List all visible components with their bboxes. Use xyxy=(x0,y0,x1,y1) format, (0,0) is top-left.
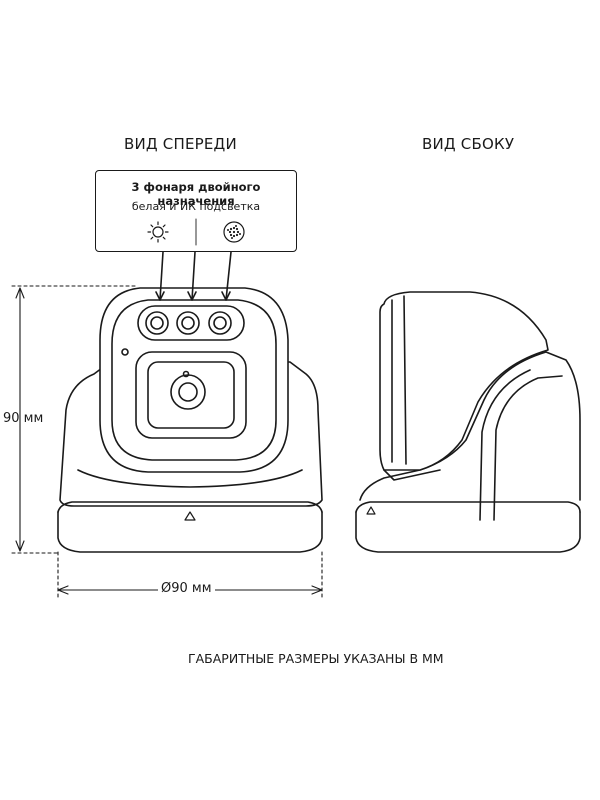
front-lens-window-inner xyxy=(147,361,235,429)
front-led-3-inner xyxy=(213,316,227,330)
front-lens-window xyxy=(135,351,247,439)
front-orientation-mark xyxy=(184,511,196,521)
front-led-1 xyxy=(145,311,169,335)
side-head xyxy=(379,291,549,471)
sun-icon xyxy=(147,221,169,243)
front-led-strip xyxy=(137,305,245,341)
front-base-top xyxy=(57,501,323,513)
diam-arrow-right xyxy=(311,585,323,595)
height-arrow-bottom xyxy=(15,540,25,552)
front-housing-inner xyxy=(77,469,303,488)
led-callout-box: 3 фонаря двойного назначения белая и ИК … xyxy=(95,170,297,252)
front-led-3 xyxy=(208,311,232,335)
callout-icons xyxy=(147,218,245,246)
ir-dots-icon xyxy=(223,221,245,243)
callout-line-1: 3 фонаря двойного назначения xyxy=(131,180,261,208)
diameter-dimension-label: Ø90 мм xyxy=(158,581,215,596)
side-housing-inner2 xyxy=(479,369,531,521)
footer-note: ГАБАРИТНЫЕ РАЗМЕРЫ УКАЗАНЫ В ММ xyxy=(188,651,444,666)
front-view xyxy=(57,251,323,553)
leader-led-1 xyxy=(159,251,164,301)
height-arrow-top xyxy=(15,287,25,299)
side-head-face2 xyxy=(403,295,407,465)
front-base-ring xyxy=(57,511,323,553)
side-view xyxy=(355,291,581,553)
front-view-label: ВИД СПЕРЕДИ xyxy=(124,135,237,153)
front-led-2 xyxy=(176,311,200,335)
front-sensor-dot xyxy=(121,348,129,356)
front-head-inner xyxy=(111,299,277,461)
front-lens-inner xyxy=(178,382,198,402)
side-housing-inner xyxy=(493,375,563,521)
diam-arrow-left xyxy=(57,585,69,595)
front-led-1-inner xyxy=(150,316,164,330)
leader-arrow-1 xyxy=(155,291,165,301)
side-housing xyxy=(359,351,581,501)
side-base-ring xyxy=(355,511,581,553)
side-base-top xyxy=(355,501,581,513)
callout-line-2: белая и ИК подсветка xyxy=(131,200,261,213)
front-head-outer xyxy=(99,287,289,473)
front-housing xyxy=(59,361,323,507)
front-led-2-inner xyxy=(181,316,195,330)
leader-arrow-3 xyxy=(221,291,231,301)
side-view-label: ВИД СБОКУ xyxy=(422,135,515,153)
side-pivot xyxy=(383,469,441,481)
leader-led-3 xyxy=(225,251,232,301)
height-dimension-label: 90 мм xyxy=(3,411,44,426)
leader-arrow-2 xyxy=(187,291,197,301)
leader-led-2 xyxy=(191,251,196,301)
side-orientation-mark xyxy=(366,506,376,515)
front-lens-dot xyxy=(182,370,190,378)
